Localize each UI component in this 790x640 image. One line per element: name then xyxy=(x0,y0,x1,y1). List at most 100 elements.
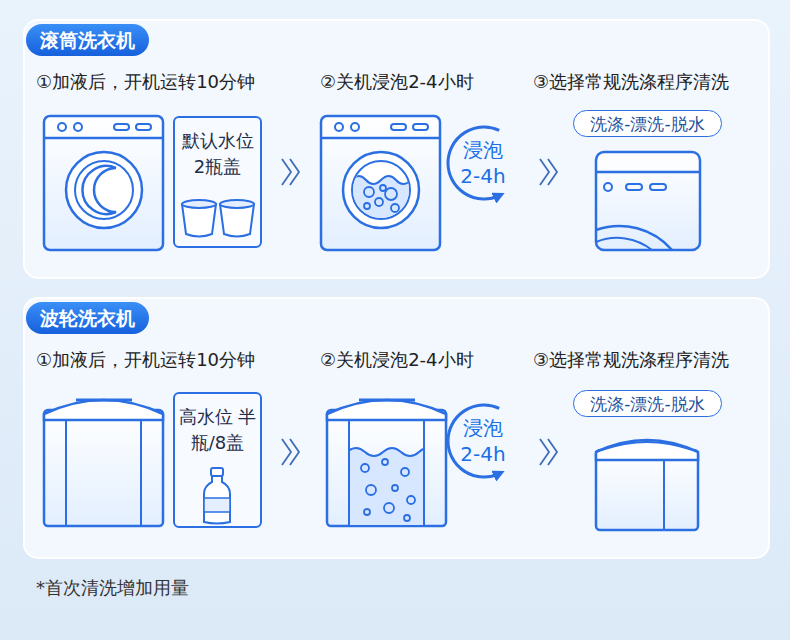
step-text: ③选择常规洗涤程序清洗 xyxy=(533,70,729,94)
bubble xyxy=(364,187,374,197)
chevron-stroke xyxy=(548,159,557,185)
node-text: 高水位 半瓶/8盖 xyxy=(177,404,259,456)
washer-body xyxy=(44,116,163,250)
step-chevron xyxy=(540,159,557,185)
chevron-stroke xyxy=(290,439,299,465)
knob xyxy=(74,123,82,131)
front-loader-partial xyxy=(596,152,700,250)
soak-arrow xyxy=(448,405,499,477)
control-strip xyxy=(44,137,163,140)
water xyxy=(350,448,423,525)
soak-label: 浸泡 2-4h xyxy=(457,137,509,189)
chevron-stroke xyxy=(282,439,291,465)
panel-ground xyxy=(24,20,769,278)
bubble xyxy=(380,185,386,191)
washer-panel: 波轮洗衣机高水位 半瓶/8盖 洗涤-漂洗-脱水 xyxy=(24,298,769,558)
chevron-stroke xyxy=(540,439,549,465)
bottle-body xyxy=(204,476,230,524)
bubble xyxy=(375,198,383,206)
bubble xyxy=(385,188,397,200)
soak-label: 浸泡 2-4h xyxy=(457,415,509,467)
knob xyxy=(351,123,359,131)
chevron-stroke xyxy=(282,159,291,185)
knob xyxy=(335,123,343,131)
node-text: 洗涤-漂洗-脱水 xyxy=(590,393,704,415)
dosage-box: 高水位 半瓶/8盖 xyxy=(173,392,262,528)
bubble xyxy=(364,203,370,209)
bubble xyxy=(392,485,398,491)
step-text: *首次清洗增加用量 xyxy=(36,576,189,600)
washer-body xyxy=(596,152,700,250)
knob xyxy=(604,183,612,191)
step-text: ①加液后，开机运转10分钟 xyxy=(36,70,255,94)
tub xyxy=(66,420,141,526)
step-chevron xyxy=(282,159,299,185)
door-crescent xyxy=(82,166,116,214)
chevron-stroke xyxy=(548,439,557,465)
button xyxy=(650,184,666,190)
step-chevron xyxy=(540,439,557,465)
bubble xyxy=(407,496,415,504)
door-glass xyxy=(75,161,133,219)
knob xyxy=(58,123,66,131)
lid xyxy=(327,400,446,420)
program-pill: 洗涤-漂洗-脱水 xyxy=(573,110,722,137)
step-text: ②关机浸泡2-4小时 xyxy=(320,70,474,94)
front-loader xyxy=(44,116,163,250)
front-loader xyxy=(321,116,440,250)
node-text: 洗涤-漂洗-脱水 xyxy=(590,113,704,135)
washer-body xyxy=(321,116,440,250)
door xyxy=(66,152,142,228)
door xyxy=(343,152,419,228)
bubble xyxy=(404,515,410,521)
button xyxy=(391,124,406,130)
bubble xyxy=(366,485,376,495)
bubble xyxy=(361,464,369,472)
button xyxy=(626,184,642,190)
panel-heading: 滚筒洗衣机 xyxy=(26,24,149,56)
step-text: ①加液后，开机运转10分钟 xyxy=(36,348,255,372)
cups-icon xyxy=(175,186,260,246)
node-text: 默认水位 2瓶盖 xyxy=(177,128,259,180)
step-text: ②关机浸泡2-4小时 xyxy=(320,348,474,372)
step-text: ③选择常规洗涤程序清洗 xyxy=(533,348,729,372)
bottle-cap xyxy=(211,468,223,476)
bubble xyxy=(382,459,388,465)
button xyxy=(136,124,151,130)
bubble xyxy=(401,468,409,476)
lid xyxy=(44,400,163,420)
button xyxy=(114,124,129,130)
button xyxy=(413,124,428,130)
panel-ground xyxy=(24,298,769,558)
tub xyxy=(663,460,665,530)
bubble xyxy=(364,509,370,515)
washer-body xyxy=(44,410,163,526)
chevron-stroke xyxy=(290,159,299,185)
bubble xyxy=(391,204,399,212)
panel-heading: 波轮洗衣机 xyxy=(26,302,149,334)
door-glass xyxy=(596,238,652,250)
control-strip xyxy=(321,137,440,140)
bubble xyxy=(384,503,394,513)
top-loader-partial xyxy=(596,440,698,530)
chevron-stroke xyxy=(540,159,549,185)
program-pill: 洗涤-漂洗-脱水 xyxy=(573,390,722,417)
step-chevron xyxy=(282,439,299,465)
control-strip xyxy=(596,171,700,174)
top-loader xyxy=(327,400,446,528)
top-loader xyxy=(44,400,163,526)
dosage-box: 默认水位 2瓶盖 xyxy=(173,116,262,248)
lid-handle xyxy=(359,399,415,402)
water xyxy=(351,176,413,222)
bottle-icon xyxy=(175,466,260,526)
lid xyxy=(596,440,698,460)
door-edge xyxy=(596,226,672,250)
lid-edge xyxy=(602,442,692,450)
washer-panel: 滚筒洗衣机默认水位 2瓶盖 洗涤-漂洗-脱水 xyxy=(24,20,769,278)
cap-rim xyxy=(220,200,254,208)
soak-arrow xyxy=(448,127,499,199)
cap-rim xyxy=(182,200,216,208)
lid-handle xyxy=(76,399,132,402)
bottle-label xyxy=(204,498,230,512)
washer-body xyxy=(596,450,698,530)
